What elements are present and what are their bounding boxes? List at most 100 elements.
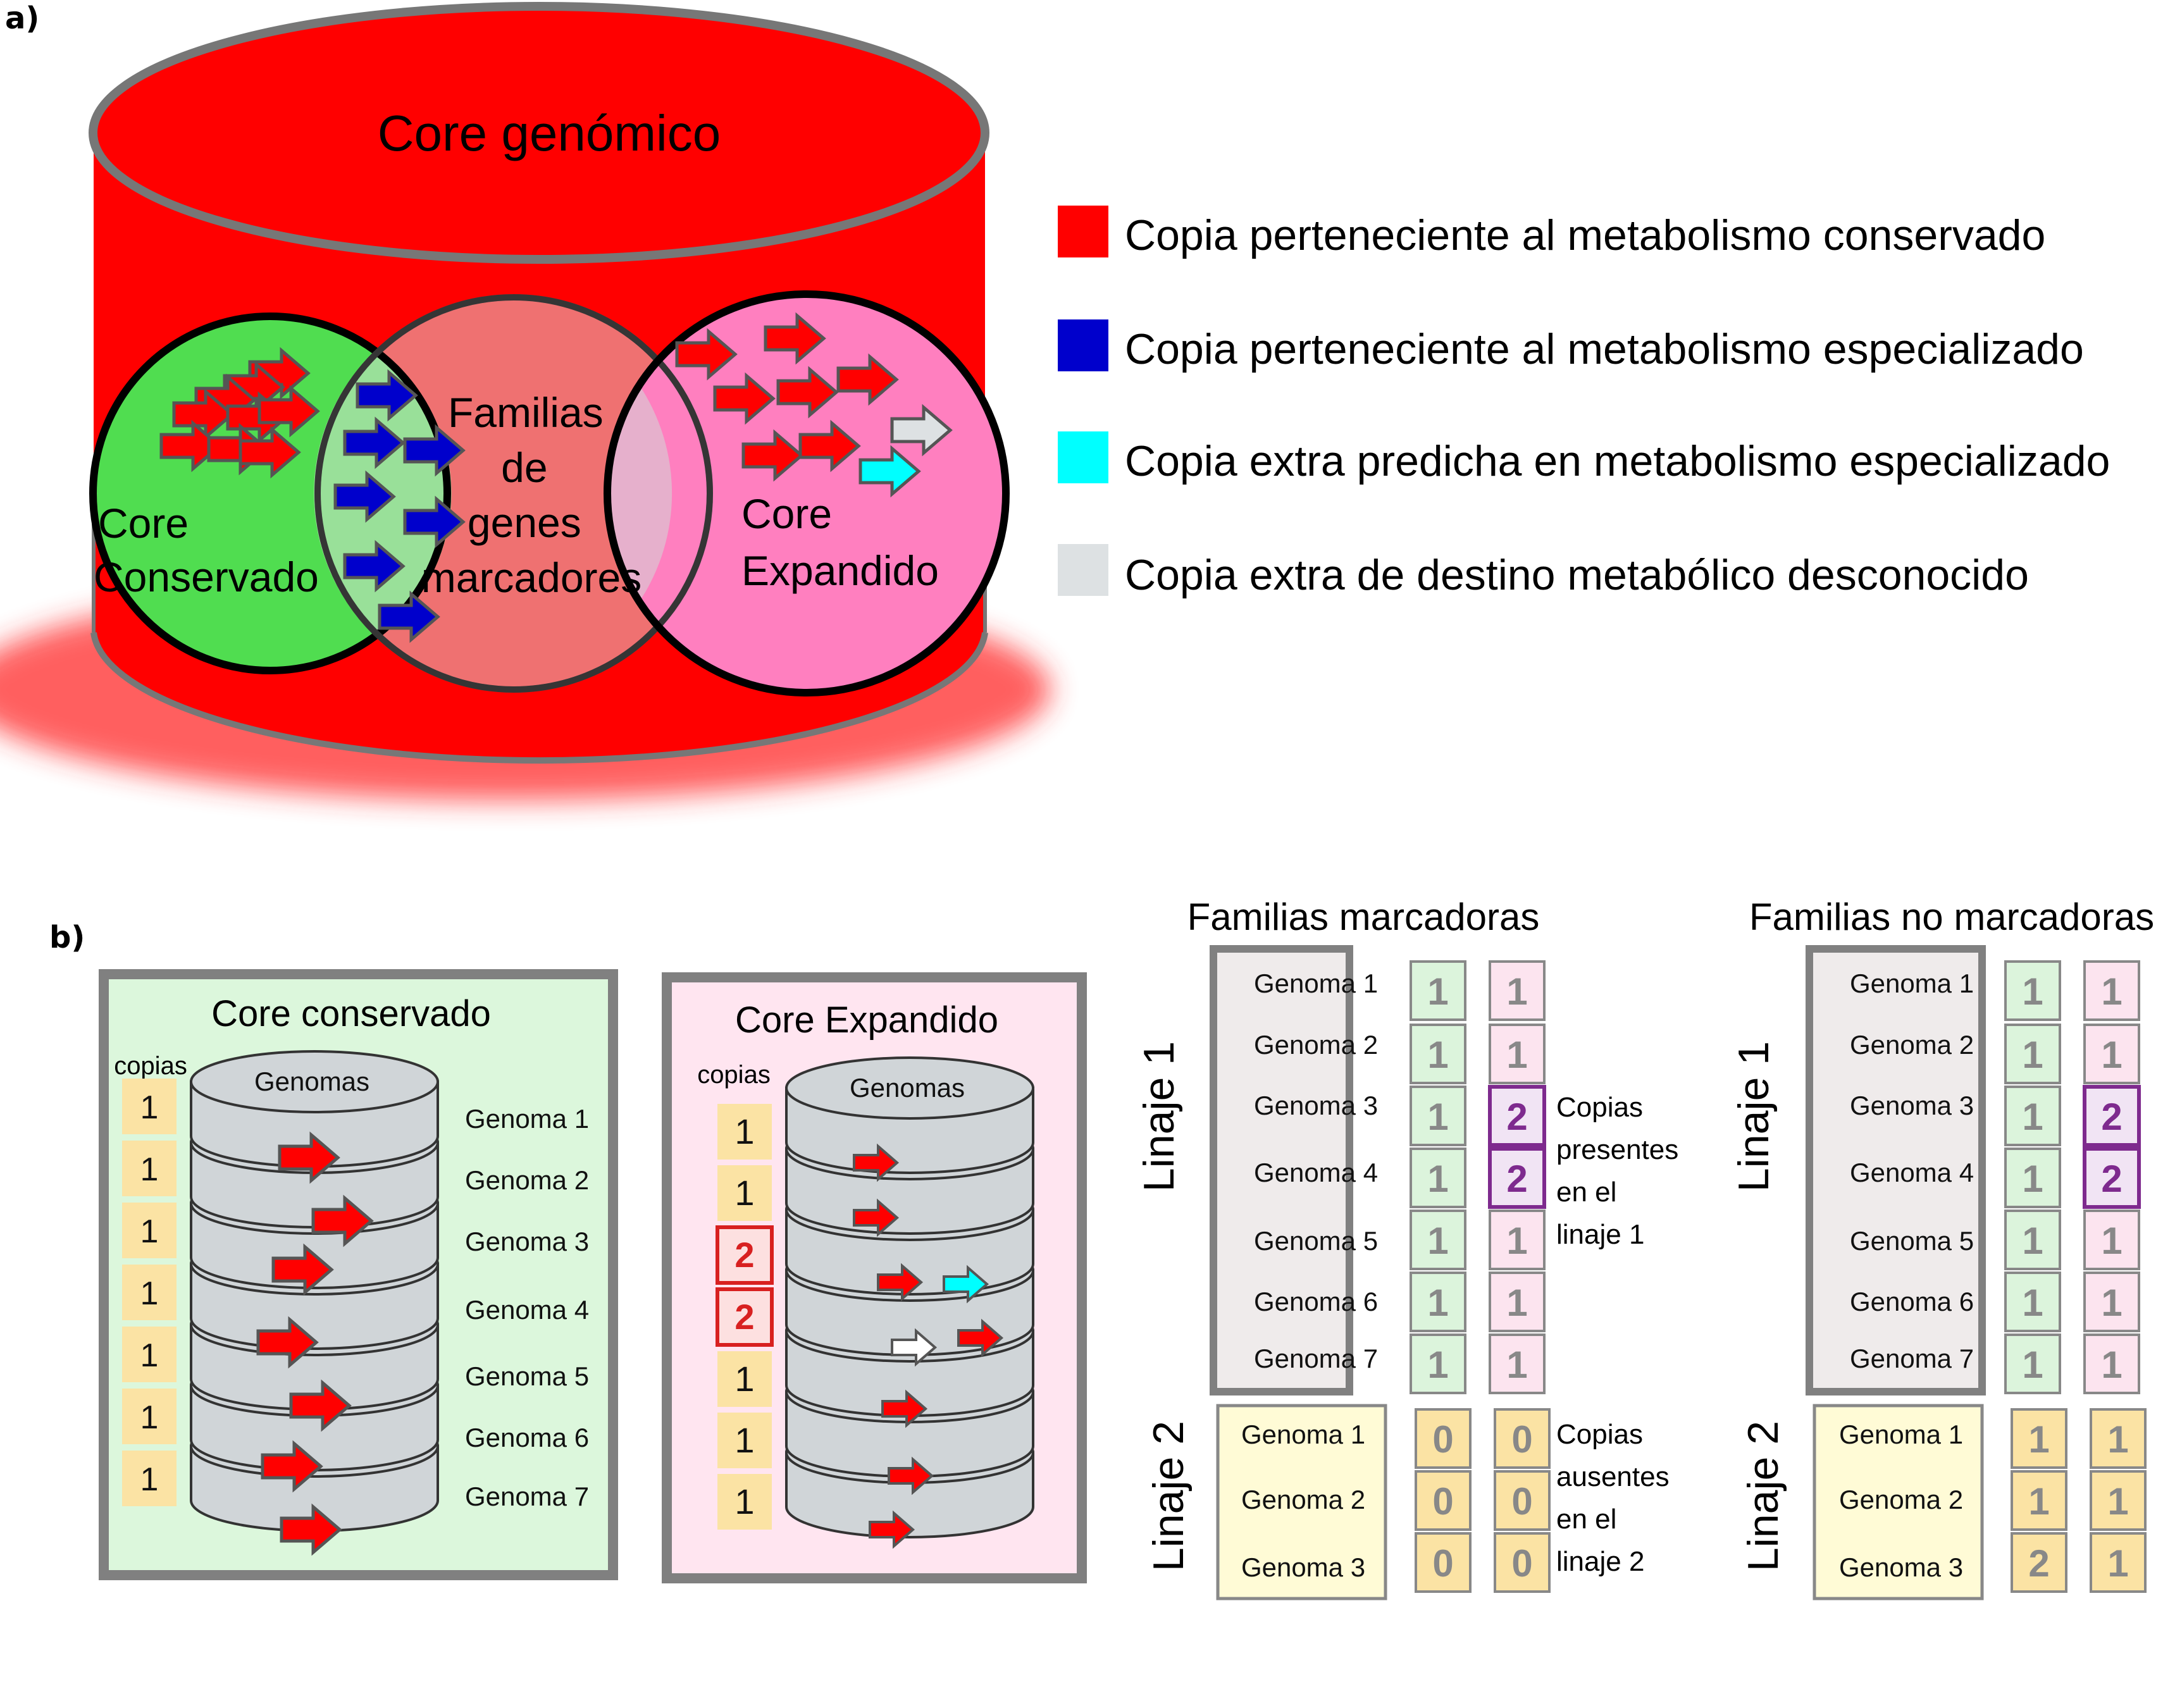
marker-lineage1-label: Linaje 1: [1135, 1041, 1183, 1192]
copy-count-value: 1: [2022, 1282, 2043, 1324]
copy-count-value: 2: [1506, 1096, 1527, 1138]
genome-label: Genoma 5: [1254, 1226, 1378, 1256]
genome-label: Genoma 2: [465, 1165, 589, 1195]
genomes-stack-label: Genomas: [254, 1067, 369, 1096]
copy-count-value: 1: [2022, 1220, 2043, 1262]
copy-count-cell: [1415, 1470, 1472, 1531]
copy-count-cell: [716, 1225, 774, 1285]
legend-label-unknown-extra: Copia extra de destino metabólico descon…: [1125, 551, 2029, 599]
copy-count-value: 1: [734, 1111, 754, 1151]
marker-lineage2-col2: 0 0 0: [1494, 1408, 1551, 1593]
copy-count-cell: [717, 1104, 772, 1160]
copy-count-value: 0: [1432, 1542, 1453, 1585]
copy-count-cell: [1489, 1210, 1546, 1270]
copy-count-cell: [1415, 1532, 1472, 1593]
copy-count-cell: [717, 1351, 772, 1407]
nonmarker-lineage2-col2: 111: [2090, 1408, 2147, 1593]
genome-label: Genoma 4: [465, 1295, 589, 1325]
copy-count-value: 2: [1506, 1158, 1527, 1200]
venn-label-expanded: Core Expandido: [741, 490, 939, 594]
copy-count-cell: [122, 1079, 177, 1134]
copy-count-value: 1: [1427, 1096, 1448, 1138]
copy-count-cell: [122, 1327, 177, 1382]
copy-count-value: 1: [140, 1089, 159, 1126]
copy-count-cell: [1410, 1086, 1466, 1146]
copy-count-value: 1: [2101, 1034, 2122, 1076]
legend-swatch-conserved: [1058, 206, 1108, 257]
copy-count-cell: [1410, 1148, 1466, 1208]
copias-label-expanded: copias: [697, 1061, 771, 1089]
core-conservado-title: Core conservado: [211, 993, 491, 1034]
genome-label: Genoma 2: [1254, 1030, 1378, 1060]
copy-count-cell: [717, 1474, 772, 1530]
copy-count-value: 1: [2107, 1480, 2128, 1523]
legend-swatch-predicted-extra: [1058, 431, 1108, 483]
legend-label-specialized: Copia perteneciente al metabolismo espec…: [1125, 325, 2084, 373]
marker-lineage2-col1: 000: [1415, 1408, 1472, 1593]
copy-count-value: 1: [140, 1213, 159, 1250]
copy-count-value: 1: [140, 1399, 159, 1436]
copy-count-value: 1: [2022, 1158, 2043, 1200]
genome-label: Genoma 1: [1850, 968, 1974, 998]
marker-families-section: Familias marcadoras Linaje 1 Linaje 2 Ge…: [1135, 896, 1686, 1600]
copy-count-value: 2: [734, 1235, 754, 1275]
copy-count-cell: [2011, 1470, 2067, 1531]
copy-count-value: 1: [2022, 1344, 2043, 1386]
copy-count-value: 1: [1427, 1220, 1448, 1262]
core-expandido-title: Core Expandido: [735, 999, 998, 1041]
copy-count-cell: [2083, 1334, 2140, 1394]
copy-count-value: 1: [140, 1461, 159, 1498]
genome-disk: [785, 1056, 1034, 1174]
genome-label: Genoma 1: [1254, 968, 1378, 998]
genome-label: Genoma 3: [1839, 1552, 1963, 1582]
copy-count-value: 1: [2101, 970, 2122, 1013]
venn-label-conserved: Core Conservado: [94, 500, 319, 600]
copy-count-cell: [1489, 1272, 1546, 1332]
copy-count-value: 1: [1506, 1220, 1527, 1262]
copy-count-value: 1: [2101, 1344, 2122, 1386]
copy-count-value: 0: [1511, 1418, 1532, 1461]
copy-count-value: 1: [2022, 1034, 2043, 1076]
legend-label-conserved: Copia perteneciente al metabolismo conse…: [1125, 211, 2045, 259]
copy-count-value: 0: [1511, 1480, 1532, 1523]
copy-count-cell: [2004, 1024, 2061, 1084]
genomes-stack-label: Genomas: [850, 1073, 965, 1103]
genome-label: Genoma 2: [1839, 1485, 1963, 1514]
copy-count-cell: [2083, 1147, 2141, 1209]
copy-count-cell: [2090, 1408, 2147, 1469]
copy-count-cell: [2011, 1532, 2067, 1593]
copy-count-value: 0: [1511, 1542, 1532, 1585]
copy-count-value: 1: [2101, 1282, 2122, 1324]
copy-count-cell: [1415, 1408, 1472, 1469]
copy-count-cell: [2004, 1210, 2061, 1270]
marker-note-present: Copias presentes en el linaje 1: [1556, 1092, 1686, 1250]
copy-count-value: 2: [2028, 1542, 2049, 1585]
legend-label-predicted-extra: Copia extra predicha en metabolismo espe…: [1125, 437, 2110, 485]
genome-label: Genoma 1: [465, 1104, 589, 1134]
copy-count-value: 1: [2022, 970, 2043, 1013]
copy-count-cell: [1488, 1147, 1546, 1209]
marker-note-absent: Copias ausentes en el linaje 2: [1556, 1419, 1677, 1577]
venn-circle-expanded: [607, 294, 1006, 693]
genome-label: Genoma 1: [1839, 1420, 1963, 1449]
copy-count-cell: [2004, 1272, 2061, 1332]
copy-count-value: 1: [1506, 1282, 1527, 1324]
nonmarker-families-section: Familias no marcadoras Linaje 1 Linaje 2…: [1730, 896, 2154, 1600]
nonmarker-families-title: Familias no marcadoras: [1749, 896, 2154, 938]
genome-label: Genoma 6: [465, 1423, 589, 1452]
legend: Copia perteneciente al metabolismo conse…: [1058, 206, 2110, 599]
genome-label: Genoma 1: [1241, 1420, 1365, 1449]
genome-label: Genoma 6: [1254, 1287, 1378, 1316]
genome-label: Genoma 2: [1850, 1030, 1974, 1060]
copy-count-cell: [1489, 1024, 1546, 1084]
genome-stack-conserved: Genomas: [190, 1050, 439, 1552]
copy-count-value: 1: [734, 1173, 754, 1213]
copy-count-value: 1: [1506, 970, 1527, 1013]
copy-count-value: 1: [2028, 1418, 2049, 1461]
copy-count-cell: [1488, 1085, 1546, 1147]
